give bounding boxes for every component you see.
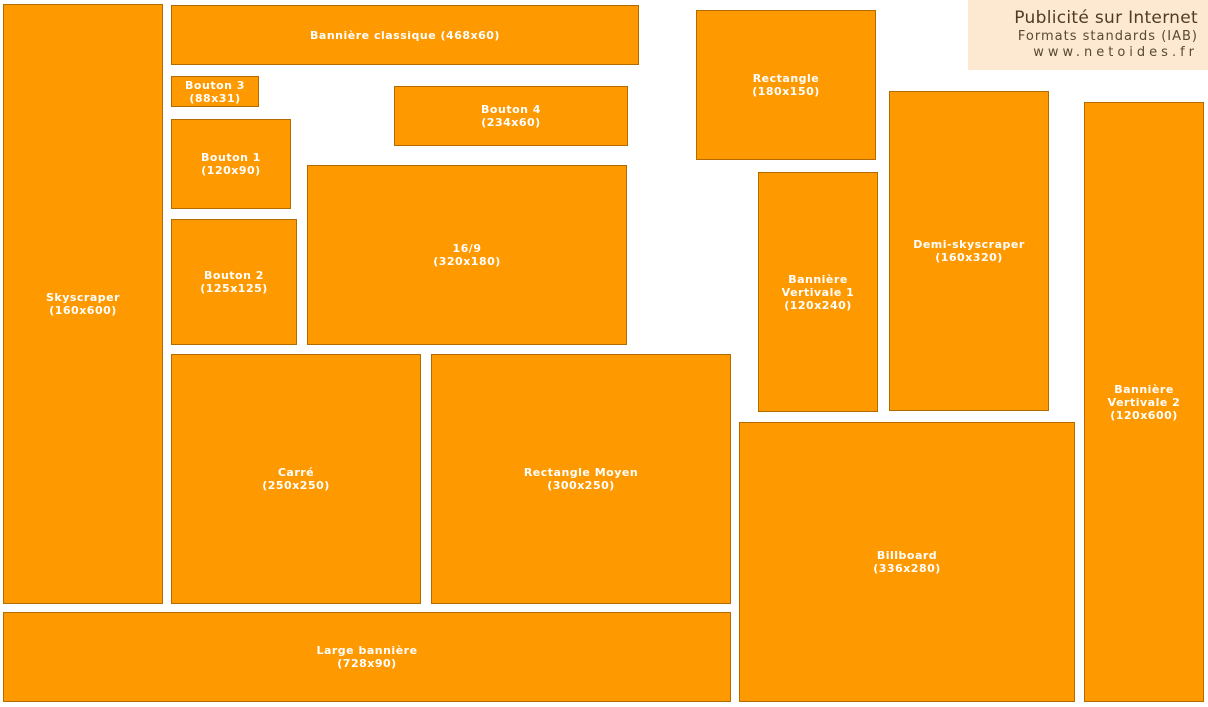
format-rectangle: Rectangle (180x150) bbox=[696, 10, 876, 160]
header-subtitle: Formats standards (IAB) bbox=[1017, 29, 1198, 44]
format-label: Rectangle (180x150) bbox=[752, 72, 820, 98]
format-label: Skyscraper (160x600) bbox=[45, 291, 121, 317]
format-label: Large bannière (728x90) bbox=[316, 644, 418, 670]
header-url: www.netoides.fr bbox=[1033, 45, 1198, 60]
format-label: Bannière classique (468x60) bbox=[310, 28, 500, 42]
header-title: Publicité sur Internet bbox=[1014, 8, 1198, 28]
format-classic-banner: Bannière classique (468x60) bbox=[171, 5, 639, 65]
format-bouton-4: Bouton 4 (234x60) bbox=[394, 86, 628, 146]
format-skyscraper: Skyscraper (160x600) bbox=[3, 4, 163, 604]
format-label: Bouton 1 (120x90) bbox=[201, 151, 261, 177]
format-label: Bannière Vertivale 1 (120x240) bbox=[781, 272, 855, 312]
format-label: Rectangle Moyen (300x250) bbox=[523, 466, 639, 492]
format-carre: Carré (250x250) bbox=[171, 354, 421, 604]
format-rectangle-moyen: Rectangle Moyen (300x250) bbox=[431, 354, 731, 604]
format-billboard: Billboard (336x280) bbox=[739, 422, 1075, 702]
format-bouton-2: Bouton 2 (125x125) bbox=[171, 219, 297, 345]
format-demi-skyscraper: Demi-skyscraper (160x320) bbox=[889, 91, 1049, 411]
format-label: 16/9 (320x180) bbox=[433, 242, 501, 268]
format-label: Bannière Vertivale 2 (120x600) bbox=[1107, 382, 1181, 422]
format-label: Carré (250x250) bbox=[262, 466, 330, 492]
format-banniere-verticale-2: Bannière Vertivale 2 (120x600) bbox=[1084, 102, 1204, 702]
format-large-banniere: Large bannière (728x90) bbox=[3, 612, 731, 702]
format-bouton-1: Bouton 1 (120x90) bbox=[171, 119, 291, 209]
format-bouton-3: Bouton 3 (88x31) bbox=[171, 76, 259, 107]
header-panel: Publicité sur Internet Formats standards… bbox=[968, 0, 1208, 70]
format-label: Bouton 4 (234x60) bbox=[481, 103, 541, 129]
format-banniere-verticale-1: Bannière Vertivale 1 (120x240) bbox=[758, 172, 878, 412]
format-label: Bouton 3 (88x31) bbox=[185, 78, 245, 105]
format-16-9: 16/9 (320x180) bbox=[307, 165, 627, 345]
format-label: Demi-skyscraper (160x320) bbox=[913, 238, 1025, 264]
format-label: Bouton 2 (125x125) bbox=[200, 269, 268, 295]
format-label: Billboard (336x280) bbox=[873, 549, 941, 575]
